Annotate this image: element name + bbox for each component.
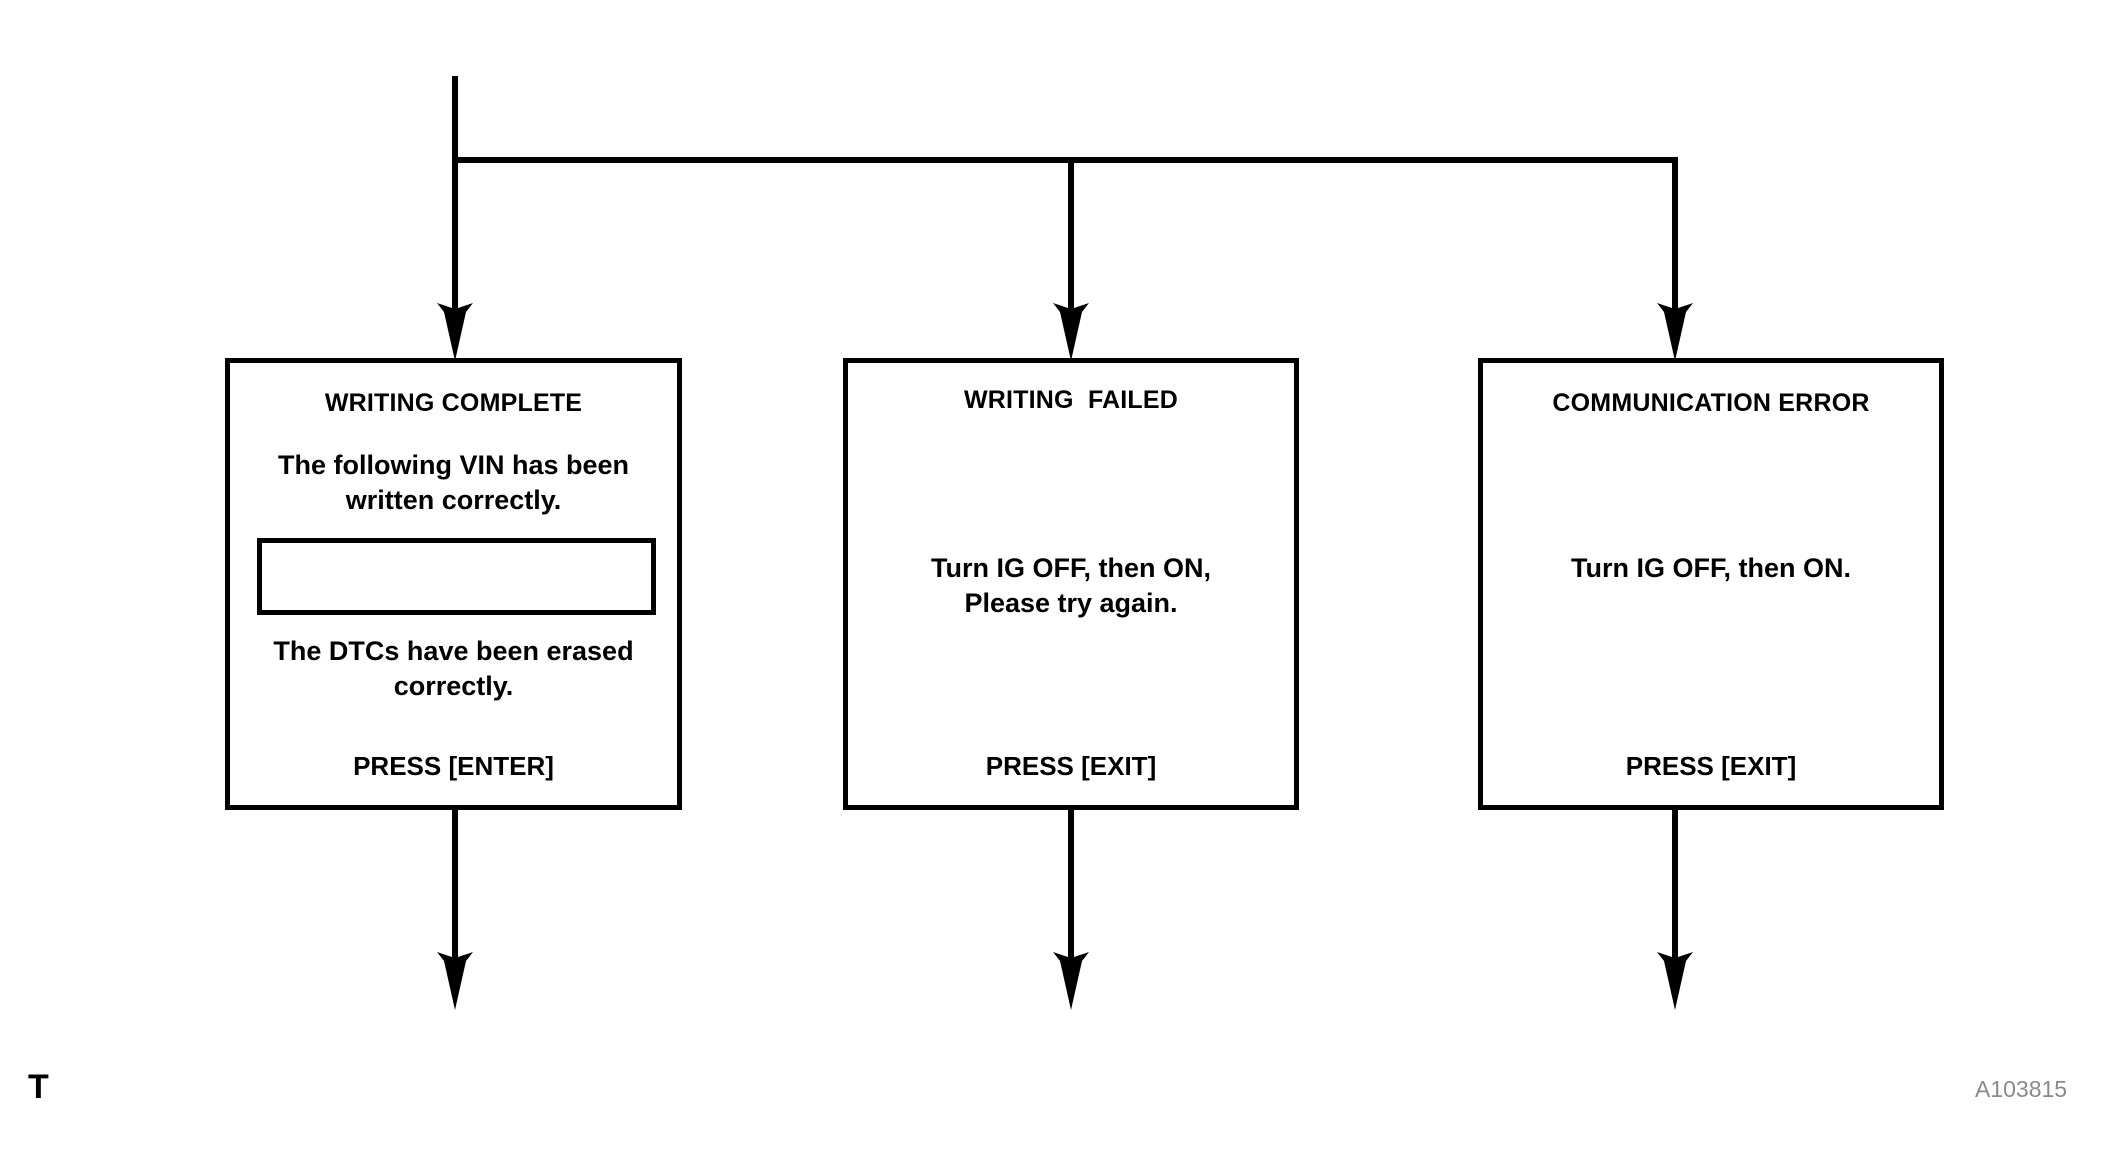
- box-title-communication-error: COMMUNICATION ERROR: [1552, 389, 1870, 417]
- branch-1-drop-line: [452, 157, 458, 309]
- figure-reference-code: A103815: [1975, 1076, 2068, 1102]
- box-title-writing-failed: WRITING FAILED: [963, 386, 1179, 414]
- box-footer-press-exit-failed[interactable]: PRESS [EXIT]: [985, 751, 1157, 781]
- exit-2-arrowhead: [1053, 952, 1089, 1010]
- box-message-vin-written: The following VIN has been written corre…: [277, 450, 630, 516]
- page-corner-marker: T: [28, 1068, 49, 1106]
- screen-box-communication-error: COMMUNICATION ERROR Turn IG OFF, then ON…: [1478, 358, 1944, 810]
- branch-2-drop-line: [1068, 157, 1074, 309]
- box-message-dtc-erased: The DTCs have been erased correctly.: [273, 636, 634, 702]
- box-title-writing-complete: WRITING COMPLETE: [324, 389, 583, 417]
- exit-1-arrowhead: [437, 952, 473, 1010]
- entry-stem-line: [452, 76, 458, 163]
- branch-bus-line: [452, 157, 1678, 163]
- screen-box-writing-complete: WRITING COMPLETE The following VIN has b…: [225, 358, 682, 810]
- box-footer-press-enter[interactable]: PRESS [ENTER]: [353, 751, 554, 781]
- branch-3-drop-line: [1672, 157, 1678, 309]
- branch-3-arrowhead: [1657, 303, 1693, 361]
- exit-1-line: [452, 810, 458, 958]
- box-footer-press-exit-error[interactable]: PRESS [EXIT]: [1625, 751, 1797, 781]
- exit-2-line: [1068, 810, 1074, 958]
- box-message-turn-ig: Turn IG OFF, then ON.: [1571, 553, 1851, 583]
- exit-3-line: [1672, 810, 1678, 958]
- branch-1-arrowhead: [437, 303, 473, 361]
- box-message-turn-ig-retry: Turn IG OFF, then ON, Please try again.: [931, 553, 1211, 619]
- exit-3-arrowhead: [1657, 952, 1693, 1010]
- vin-value-field[interactable]: [257, 538, 656, 615]
- screen-box-writing-failed: WRITING FAILED Turn IG OFF, then ON, Ple…: [843, 358, 1299, 810]
- branch-2-arrowhead: [1053, 303, 1089, 361]
